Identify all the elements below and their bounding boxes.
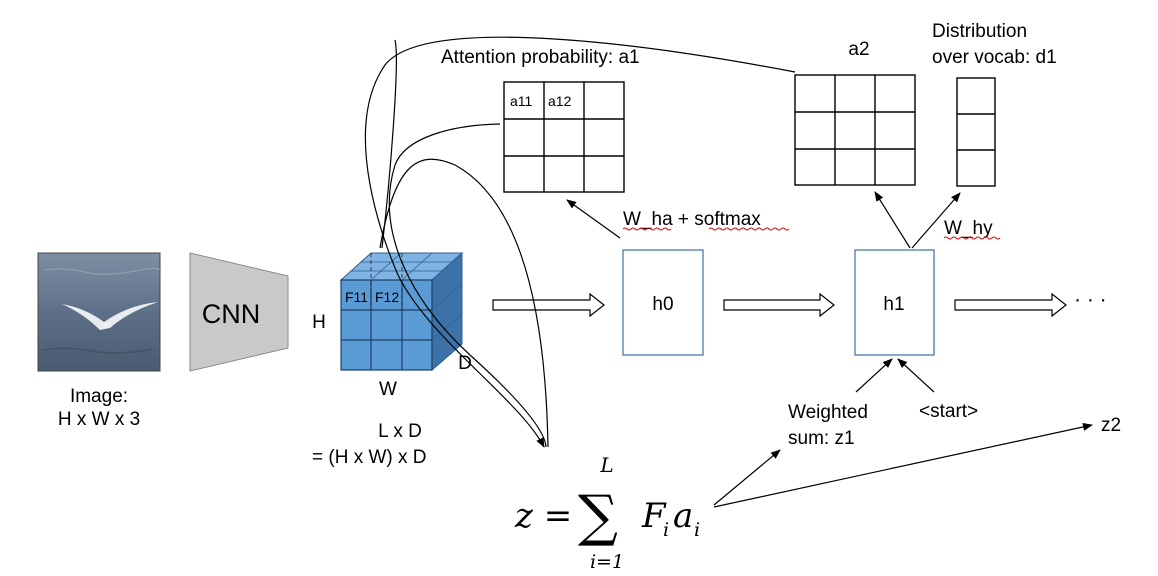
cnn-block — [189, 252, 289, 372]
image-label-line1: Image: — [70, 386, 128, 407]
h1-label: h1 — [883, 294, 904, 315]
distribution-grid-d1 — [956, 77, 996, 187]
ellipsis-label: · · · — [1074, 288, 1107, 311]
formula-upper-limit: L — [599, 453, 613, 477]
cube-grid-lines — [341, 252, 463, 370]
arrow-start-to-h1 — [897, 358, 935, 393]
arrow-formula-to-z2 — [713, 422, 1093, 508]
arrow-h0-to-a1 — [566, 199, 621, 239]
weighted-sum-line1: Weighted — [788, 402, 868, 423]
z2-label: z2 — [1101, 415, 1121, 436]
w-hy-label: W_hy — [944, 218, 993, 239]
cube-label-h: H — [312, 312, 326, 333]
h1-box — [854, 249, 935, 356]
formula-term-f-sub: i — [663, 519, 669, 541]
w-ha-softmax-label: W_ha + softmax — [623, 209, 761, 230]
h0-box — [622, 249, 704, 356]
weighted-sum-line2: sum: z1 — [788, 428, 855, 449]
h0-label: h0 — [652, 294, 673, 315]
attention-title: Attention probability: a1 — [441, 47, 640, 68]
bird-icon — [62, 302, 158, 330]
curve-a2-to-formula — [364, 36, 796, 448]
formula-lhs: z = — [514, 496, 572, 536]
distribution-line2: over vocab: d1 — [932, 47, 1057, 68]
distribution-line1: Distribution — [932, 21, 1027, 42]
cube-size-line2: = (H x W) x D — [312, 447, 427, 468]
attention-cell-a11: a11 — [510, 93, 533, 109]
arrow-z1-to-h1 — [855, 358, 893, 393]
formula-sum-symbol: ∑ — [578, 484, 618, 549]
spelling-underline-w-ha — [622, 227, 672, 231]
arrow-h1-to-d1 — [911, 192, 961, 249]
cube-size-line1: L x D — [378, 421, 422, 442]
curve-a1-to-formula — [388, 123, 547, 448]
hollow-arrow-h0-to-h1 — [723, 292, 835, 318]
spelling-underline-w-hy — [943, 236, 1001, 240]
attention-formula: z = ∑ L i=1 F i a i — [514, 453, 700, 573]
hollow-arrow-cube-to-h0 — [492, 292, 605, 318]
cube-label-d: D — [458, 353, 472, 374]
a2-label: a2 — [848, 39, 869, 60]
formula-term-a-sub: i — [694, 519, 700, 541]
input-image — [37, 252, 162, 372]
curve-cube-to-formula — [379, 158, 549, 448]
formula-lower-limit: i=1 — [590, 551, 624, 573]
curve-cube-to-formula-2 — [381, 39, 397, 249]
cnn-label: CNN — [202, 299, 261, 329]
cube-front — [340, 279, 433, 371]
attention-grid-a2 — [794, 74, 916, 186]
attention-grid-a1 — [503, 81, 625, 193]
spelling-underline-softmax — [708, 227, 790, 231]
cube-cell-f11: F11 — [345, 289, 368, 305]
cube-label-w: W — [379, 379, 397, 400]
arrow-formula-to-z1 — [713, 449, 781, 506]
attention-cell-a12: a12 — [548, 93, 572, 109]
formula-term-f: F — [641, 496, 667, 536]
start-token-label: <start> — [919, 401, 978, 422]
feature-cube — [339, 251, 464, 372]
arrow-h1-to-a2 — [874, 191, 911, 249]
formula-term-a: a — [673, 496, 693, 536]
hollow-arrow-h1-to-next — [954, 292, 1067, 318]
image-label-line2: H x W x 3 — [58, 409, 140, 430]
cube-cell-f12: F12 — [375, 289, 399, 305]
